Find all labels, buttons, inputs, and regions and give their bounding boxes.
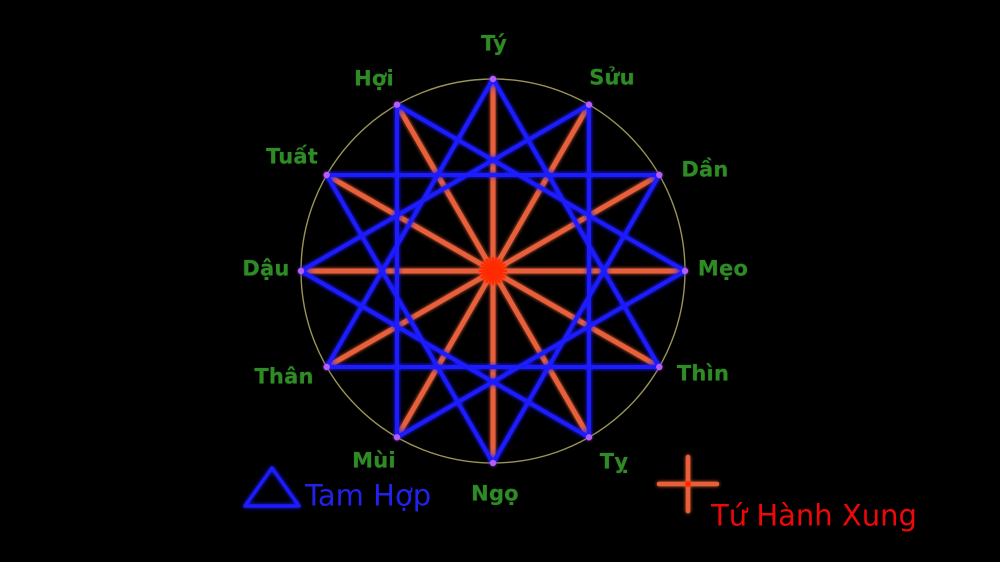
zodiac-node-than	[323, 363, 330, 371]
zodiac-label-ngo: Ngọ	[471, 481, 519, 506]
trine-triangle	[298, 102, 592, 440]
zodiac-label-ty2: Tỵ	[599, 449, 629, 474]
tam-hop-lines	[298, 76, 688, 466]
zodiac-label-ty: Tý	[481, 31, 507, 56]
tu-hanh-xung-lines	[298, 76, 688, 466]
zodiac-node-ty2	[585, 434, 593, 441]
zodiac-node-hoi	[393, 101, 401, 108]
triangle-icon	[243, 466, 301, 508]
legend-tu-hanh-xung-label: Tứ Hành Xung	[711, 498, 917, 533]
zodiac-label-suu: Sửu	[589, 65, 635, 90]
zodiac-node-ngo	[489, 459, 497, 467]
zodiac-node-thin	[656, 363, 663, 371]
trine-triangle	[394, 102, 688, 440]
zodiac-node-dan	[656, 171, 663, 179]
zodiac-node-dau	[297, 267, 305, 275]
zodiac-nodes	[297, 75, 689, 467]
zodiac-node-mui	[393, 434, 401, 441]
center-ray	[492, 266, 507, 272]
trine-triangle	[324, 76, 662, 370]
zodiac-label-dau: Dậu	[242, 256, 290, 281]
zodiac-node-suu	[585, 101, 593, 108]
zodiac-label-meo: Mẹo	[697, 256, 749, 281]
legend-tam-hop-label: Tam Hợp	[305, 478, 432, 513]
cross-icon	[656, 454, 720, 514]
zodiac-label-mui: Mùi	[352, 448, 396, 473]
zodiac-label-than: Thân	[254, 364, 314, 389]
zodiac-label-thin: Thìn	[676, 361, 730, 386]
zodiac-node-ty	[489, 75, 497, 83]
trine-triangle	[324, 172, 662, 466]
zodiac-node-meo	[681, 267, 689, 275]
center-rays-icon	[479, 257, 507, 285]
zodiac-label-tuat: Tuất	[266, 144, 318, 169]
zodiac-label-dan: Dần	[681, 157, 729, 182]
zodiac-label-hoi: Hợi	[354, 66, 394, 91]
zodiac-node-tuat	[323, 171, 330, 179]
